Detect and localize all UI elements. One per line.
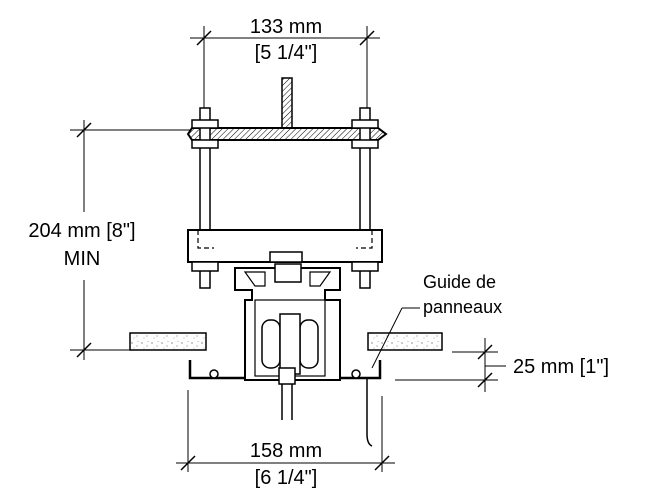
bottom-tick-right: [374, 455, 390, 471]
nut-right-top: [351, 119, 379, 129]
height-dim-note: MIN: [64, 248, 101, 270]
callout-line2: panneaux: [423, 297, 502, 317]
threaded-rods: [191, 107, 379, 289]
top-dim-imperial: [5 1/4"]: [255, 42, 318, 64]
track-lip-right: [309, 271, 332, 287]
rod-right: [359, 107, 371, 289]
ceiling-panel-right: [367, 332, 443, 351]
block-hidden-left: [197, 230, 214, 249]
nut-left-mid: [191, 139, 219, 149]
flange-left: [188, 360, 246, 380]
nut-left-top: [191, 119, 219, 129]
wheel-axle: [279, 313, 301, 375]
block-center-nut: [269, 251, 303, 263]
rod-left: [199, 107, 211, 289]
support-beam: [186, 77, 388, 141]
callout-line1: Guide de: [423, 272, 496, 292]
carriage-block: [187, 229, 383, 272]
wheel-left: [261, 319, 281, 369]
bottom-tick-left: [180, 455, 196, 471]
nut-right-mid: [351, 139, 379, 149]
panel-guide: Guide de panneaux: [366, 272, 502, 447]
trolley-head: [274, 263, 302, 283]
offset-tick-top: [477, 344, 493, 360]
block-hidden-right: [356, 230, 373, 249]
nut-right-bottom: [351, 261, 379, 272]
bottom-dim-metric: 158 mm: [250, 440, 322, 462]
top-dim-metric: 133 mm: [250, 16, 322, 38]
top-dimension: 133 mm [5 1/4"]: [190, 16, 380, 118]
panel-offset-dimension: 25 mm [1"]: [395, 338, 609, 392]
top-tick-right: [359, 30, 375, 46]
beam-web: [281, 77, 293, 131]
offset-dim-text: 25 mm [1"]: [513, 356, 609, 378]
offset-tick-bottom: [477, 372, 493, 388]
bottom-dim-imperial: [6 1/4"]: [255, 467, 318, 489]
track-profile: [188, 263, 382, 420]
height-tick-bottom: [76, 342, 92, 358]
ceiling-panels: [129, 332, 443, 351]
flange-hook-left: [209, 369, 219, 379]
ceiling-panel-left: [129, 332, 207, 351]
callout-leader: [371, 307, 403, 369]
wheel-right: [299, 319, 319, 369]
height-dimension: 204 mm [8"] MIN: [28, 120, 200, 360]
beam-flange: [186, 127, 388, 141]
flange-right: [339, 360, 382, 380]
height-dim-metric: 204 mm [8"]: [28, 220, 135, 242]
height-tick-top: [76, 122, 92, 138]
bottom-dimension: 158 mm [6 1/4"]: [176, 390, 395, 489]
hanger-block: [278, 367, 296, 385]
panel-guide-hook: [366, 378, 373, 447]
flange-hook-right: [351, 369, 361, 379]
nut-left-bottom: [191, 261, 219, 272]
top-tick-left: [196, 30, 212, 46]
track-lip-left: [243, 271, 266, 287]
